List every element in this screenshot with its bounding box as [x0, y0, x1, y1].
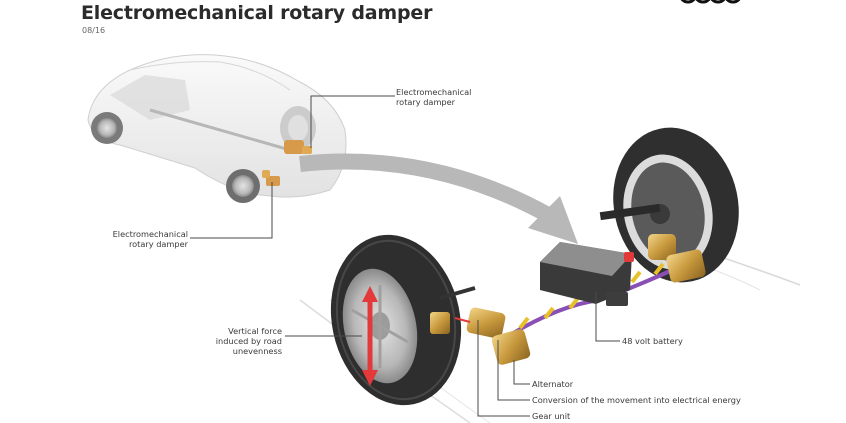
- leader-line-gear-unit: [477, 320, 530, 417]
- label-line: induced by road: [215, 336, 282, 346]
- label-damper-left: Electromechanical rotary damper: [100, 229, 188, 249]
- label-alternator: Alternator: [532, 379, 574, 389]
- label-damper-top: Electromechanical rotary damper: [396, 87, 471, 107]
- leader-line-alternator: [513, 360, 530, 385]
- front-wheel: [330, 234, 462, 406]
- zoom-arrow: [299, 153, 578, 244]
- label-line: rotary damper: [128, 239, 188, 249]
- leader-line-battery: [595, 292, 620, 342]
- leader-line-conversion: [497, 340, 530, 401]
- label-line: Electromechanical: [396, 87, 472, 97]
- label-conversion: Conversion of the movement into electric…: [532, 395, 741, 405]
- label-line: unevenness: [232, 346, 282, 356]
- battery-unit: [540, 242, 634, 306]
- rear-rotary-damper: [648, 234, 706, 283]
- car-illustration: [87, 54, 347, 203]
- leader-line-damper-left: [190, 182, 273, 239]
- label-line: rotary damper: [396, 97, 456, 107]
- front-rotary-damper: [430, 307, 531, 365]
- four-rings-logo: [680, 0, 741, 4]
- label-gear-unit: Gear unit: [532, 411, 571, 421]
- date-label: 08/16: [82, 26, 106, 35]
- label-line: Vertical force: [228, 326, 282, 336]
- label-battery: 48 volt battery: [622, 336, 683, 346]
- label-vertical-force: Vertical force induced by road unevennes…: [196, 326, 282, 356]
- page-title: Electromechanical rotary damper: [81, 2, 433, 24]
- label-line: Electromechanical: [112, 229, 188, 239]
- leader-line-damper-top: [310, 95, 395, 148]
- vertical-force-arrow: [362, 286, 378, 386]
